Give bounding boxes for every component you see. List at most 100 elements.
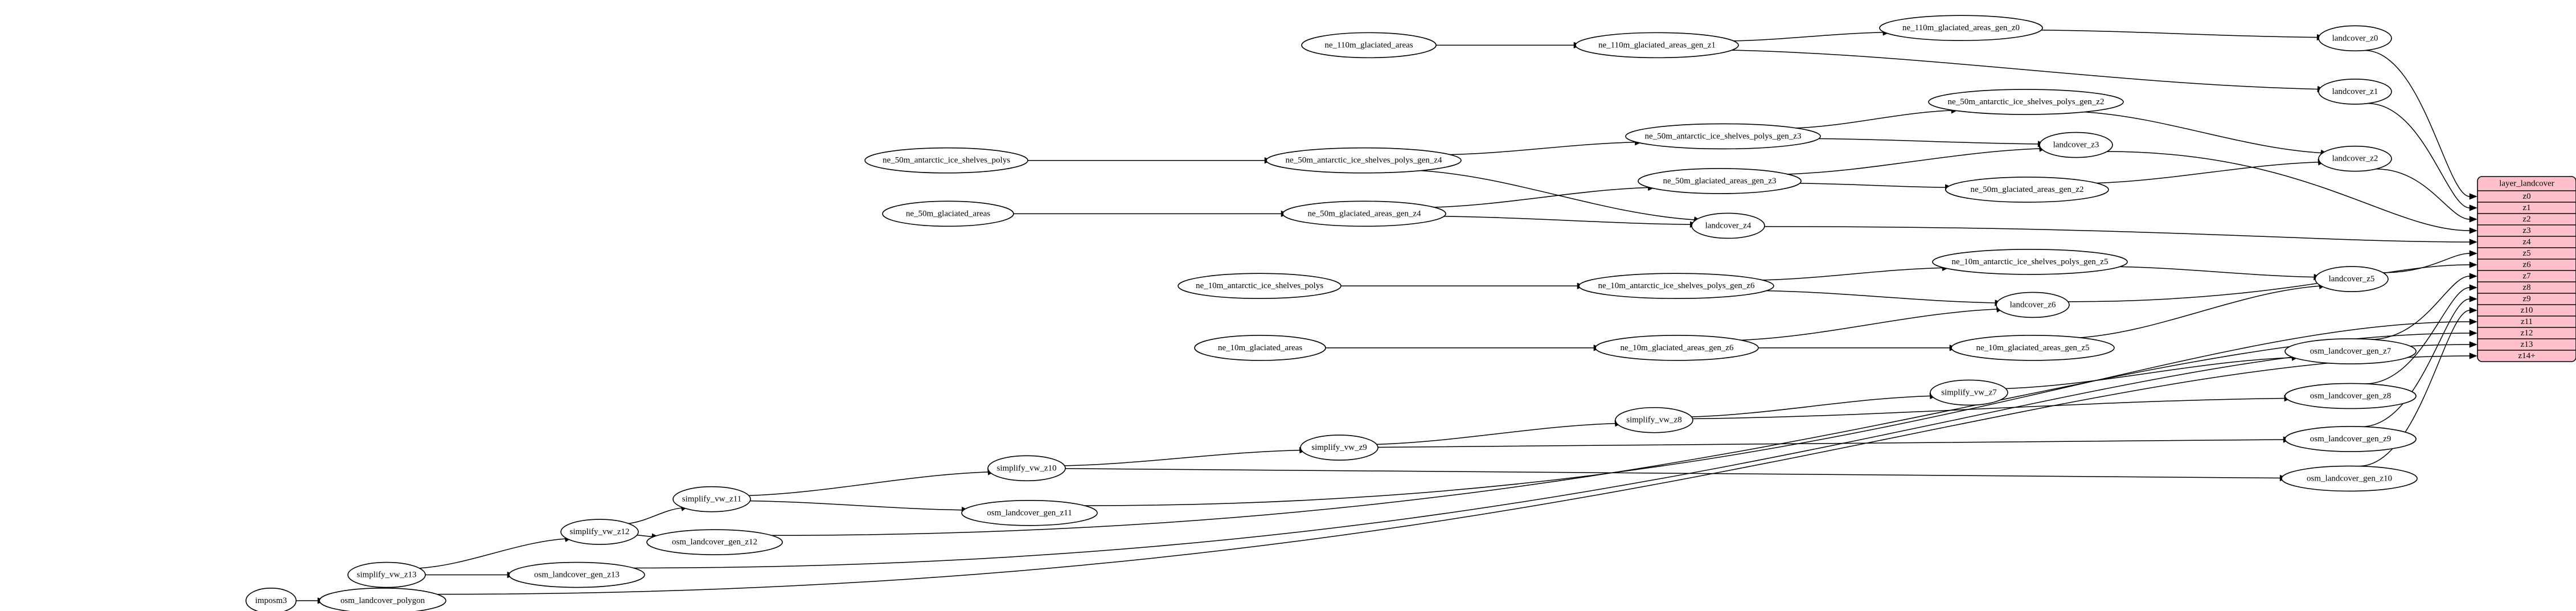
node-label: ne_50m_antarctic_ice_shelves_polys_gen_z… [1286, 156, 1442, 165]
graph-node-ne_10m_glaciated_areas_gen_z5[interactable]: ne_10m_glaciated_areas_gen_z5 [1951, 335, 2115, 361]
record-row-z7[interactable]: z7 [2522, 272, 2531, 281]
graph-node-landcover_z1[interactable]: landcover_z1 [2318, 79, 2392, 105]
graph-node-ne_50m_glaciated_areas_gen_z3[interactable]: ne_50m_glaciated_areas_gen_z3 [1638, 168, 1802, 194]
graph-node-ne_10m_antarctic_ice_shelves_polys_gen_z6[interactable]: ne_10m_antarctic_ice_shelves_polys_gen_z… [1578, 273, 1774, 299]
node-shape [1945, 177, 2109, 203]
graph-node-simplify_vw_z11[interactable]: simplify_vw_z11 [672, 486, 751, 512]
edge-arrowhead [2469, 250, 2477, 257]
record-row-z0[interactable]: z0 [2522, 192, 2530, 201]
graph-node-landcover_z2[interactable]: landcover_z2 [2318, 145, 2392, 172]
graph-node-simplify_vw_z12[interactable]: simplify_vw_z12 [560, 519, 639, 545]
graph-node-ne_110m_glaciated_areas_gen_z0[interactable]: ne_110m_glaciated_areas_gen_z0 [1879, 15, 2043, 41]
node-label: osm_landcover_gen_z9 [2310, 434, 2391, 444]
graph-node-simplify_vw_z9[interactable]: simplify_vw_z9 [1300, 434, 1379, 461]
graph-node-simplify_vw_z13[interactable]: simplify_vw_z13 [347, 561, 426, 588]
node-shape [1178, 273, 1342, 299]
graph-node-landcover_z5[interactable]: landcover_z5 [2315, 266, 2389, 292]
record-table-layer: layer_landcoverz0z1z2z3z4z5z6z7z8z9z10z1… [2477, 176, 2576, 362]
node-label: ne_50m_antarctic_ice_shelves_polys_gen_z… [1948, 97, 2105, 106]
graph-node-ne_50m_antarctic_ice_shelves_polys_gen_z3[interactable]: ne_50m_antarctic_ice_shelves_polys_gen_z… [1625, 123, 1821, 150]
graph-node-ne_50m_glaciated_areas_gen_z2[interactable]: ne_50m_glaciated_areas_gen_z2 [1945, 177, 2109, 203]
graph-node-landcover_z4[interactable]: landcover_z4 [1691, 212, 1765, 239]
node-shape [1930, 379, 2008, 406]
record-row-z11[interactable]: z11 [2521, 317, 2533, 326]
node-shape [1266, 147, 1462, 174]
node-shape [1578, 273, 1774, 299]
graph-node-osm_landcover_gen_z13[interactable]: osm_landcover_gen_z13 [508, 561, 645, 588]
edge-arrowhead [2469, 341, 2477, 348]
graph-node-osm_landcover_gen_z12[interactable]: osm_landcover_gen_z12 [646, 529, 783, 555]
node-label: simplify_vw_z13 [357, 571, 417, 580]
edge-osm_landcover_polygon-to-record-z14+ [437, 355, 2470, 595]
graph-node-osm_landcover_gen_z10[interactable]: osm_landcover_gen_z10 [2281, 465, 2418, 492]
node-shape [2039, 132, 2113, 158]
graph-node-ne_10m_antarctic_ice_shelves_polys_gen_z5[interactable]: ne_10m_antarctic_ice_shelves_polys_gen_z… [1932, 249, 2128, 275]
graph-node-imposm3[interactable]: imposm3 [245, 588, 297, 611]
edge-arrowhead [2469, 318, 2477, 325]
graph-node-ne_50m_antarctic_ice_shelves_polys[interactable]: ne_50m_antarctic_ice_shelves_polys [864, 147, 1028, 174]
edge-ne_10m_glaciated_areas_gen_z5-to-landcover_z5 [2079, 285, 2320, 338]
edge-arrowhead [2469, 227, 2477, 234]
edge-simplify_vw_z8-to-simplify_vw_z7 [1691, 395, 1931, 417]
edge-arrowhead [2469, 216, 2477, 223]
graph-node-osm_landcover_gen_z7[interactable]: osm_landcover_gen_z7 [2284, 338, 2417, 364]
graph-node-simplify_vw_z10[interactable]: simplify_vw_z10 [987, 455, 1066, 482]
record-row-z2[interactable]: z2 [2522, 215, 2530, 224]
node-shape [1300, 434, 1379, 461]
edge-arrowhead [2469, 284, 2477, 291]
edge-osm_landcover_gen_z8-to-record-z8 [2365, 287, 2470, 384]
graph-node-osm_landcover_gen_z8[interactable]: osm_landcover_gen_z8 [2284, 383, 2417, 409]
graph-node-ne_50m_antarctic_ice_shelves_polys_gen_z4[interactable]: ne_50m_antarctic_ice_shelves_polys_gen_z… [1266, 147, 1462, 174]
graph-node-landcover_z0[interactable]: landcover_z0 [2318, 25, 2392, 52]
record-row-z9[interactable]: z9 [2522, 294, 2530, 304]
graph-node-ne_10m_glaciated_areas[interactable]: ne_10m_glaciated_areas [1194, 335, 1326, 361]
node-shape [1194, 335, 1326, 361]
record-row-z14+[interactable]: z14+ [2518, 351, 2535, 360]
edge-ne_10m_antarctic_ice_shelves_polys_gen_z6-to-landcover_z6 [1766, 290, 1996, 304]
graph-node-ne_110m_glaciated_areas_gen_z1[interactable]: ne_110m_glaciated_areas_gen_z1 [1575, 32, 1739, 59]
node-label: simplify_vw_z8 [1626, 416, 1682, 425]
node-shape [2281, 465, 2418, 492]
graph-node-osm_landcover_gen_z11[interactable]: osm_landcover_gen_z11 [961, 500, 1098, 526]
graph-node-ne_110m_glaciated_areas[interactable]: ne_110m_glaciated_areas [1301, 32, 1437, 59]
node-shape [987, 455, 1066, 482]
edge-arrowhead [2469, 352, 2477, 359]
graph-node-landcover_z3[interactable]: landcover_z3 [2039, 132, 2113, 158]
edge-simplify_vw_z11-to-osm_landcover_gen_z11 [750, 500, 963, 511]
node-label: osm_landcover_polygon [341, 596, 425, 605]
record-row-z12[interactable]: z12 [2521, 329, 2533, 338]
record-row-z10[interactable]: z10 [2521, 306, 2533, 315]
graph-node-ne_50m_glaciated_areas[interactable]: ne_50m_glaciated_areas [882, 200, 1014, 227]
record-row-z3[interactable]: z3 [2522, 226, 2530, 235]
edge-simplify_vw_z12-to-simplify_vw_z11 [628, 507, 682, 524]
graph-node-ne_10m_glaciated_areas_gen_z6[interactable]: ne_10m_glaciated_areas_gen_z6 [1595, 335, 1759, 361]
node-shape [560, 519, 639, 545]
edge-simplify_vw_z12-to-osm_landcover_gen_z12 [637, 535, 653, 538]
edge-ne_50m_glaciated_areas_gen_z4-to-landcover_z4 [1443, 216, 1691, 225]
edge-simplify_vw_z9-to-osm_landcover_gen_z9 [1377, 439, 2284, 448]
record-row-z8[interactable]: z8 [2522, 283, 2530, 292]
graph-node-landcover_z6[interactable]: landcover_z6 [1996, 292, 2070, 318]
graph-node-ne_10m_antarctic_ice_shelves_polys[interactable]: ne_10m_antarctic_ice_shelves_polys [1178, 273, 1342, 299]
graph-node-simplify_vw_z8[interactable]: simplify_vw_z8 [1615, 407, 1693, 433]
record-row-z13[interactable]: z13 [2521, 340, 2533, 349]
edge-landcover_z1-to-record-z1 [2367, 102, 2470, 208]
node-shape [1575, 32, 1739, 59]
graph-node-osm_landcover_gen_z9[interactable]: osm_landcover_gen_z9 [2284, 426, 2417, 452]
graph-node-simplify_vw_z7[interactable]: simplify_vw_z7 [1930, 379, 2008, 406]
edge-landcover_z0-to-record-z0 [2364, 50, 2470, 197]
edge-arrowhead [2469, 204, 2477, 211]
graph-node-ne_50m_antarctic_ice_shelves_polys_gen_z2[interactable]: ne_50m_antarctic_ice_shelves_polys_gen_z… [1928, 89, 2124, 115]
edge-arrowhead [2469, 261, 2477, 268]
record-row-z5[interactable]: z5 [2522, 249, 2530, 258]
record-row-z6[interactable]: z6 [2522, 260, 2531, 269]
edge-arrowhead [2469, 330, 2477, 337]
node-label: osm_landcover_gen_z13 [534, 571, 620, 580]
record-row-z1[interactable]: z1 [2522, 203, 2530, 212]
node-shape [1996, 292, 2070, 318]
edge-landcover_z2-to-record-z2 [2376, 169, 2470, 220]
edge-arrowhead [2469, 193, 2477, 200]
record-row-z4[interactable]: z4 [2522, 237, 2531, 247]
graph-node-osm_landcover_polygon[interactable]: osm_landcover_polygon [319, 588, 446, 611]
graph-node-ne_50m_glaciated_areas_gen_z4[interactable]: ne_50m_glaciated_areas_gen_z4 [1282, 200, 1446, 227]
